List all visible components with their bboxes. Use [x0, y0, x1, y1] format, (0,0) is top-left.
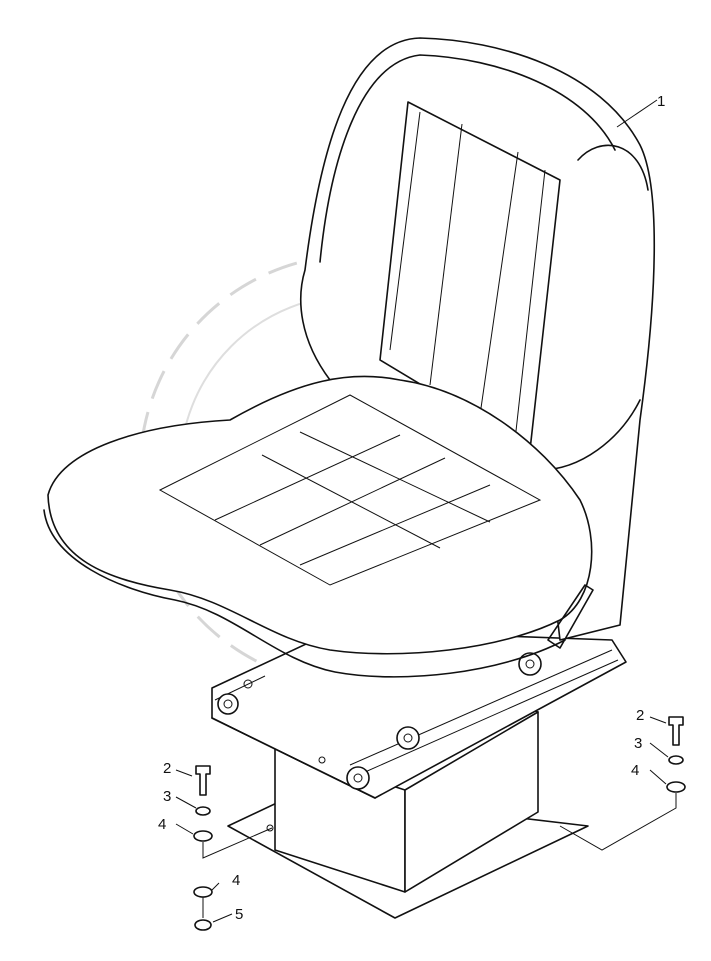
- callout-washer-bottom: 4: [232, 872, 240, 889]
- fastener-stack-right: [559, 716, 686, 851]
- seat-mounting-plate: [211, 629, 627, 832]
- fastener-stack-left: [193, 765, 273, 931]
- adjustment-lever: [547, 584, 594, 649]
- leader-lines: [175, 99, 669, 923]
- callout-lockwasher-left: 4: [158, 816, 166, 833]
- callout-lockwasher-right: 4: [631, 762, 639, 779]
- callout-nut-bottom: 5: [235, 906, 243, 923]
- callout-washer-left: 3: [163, 788, 171, 805]
- seat-cushion: [43, 375, 593, 678]
- callout-bolt-right: 2: [636, 707, 644, 724]
- callout-washer-right: 3: [634, 735, 642, 752]
- callout-seat: 1: [657, 93, 665, 110]
- callout-bolt-left: 2: [163, 760, 171, 777]
